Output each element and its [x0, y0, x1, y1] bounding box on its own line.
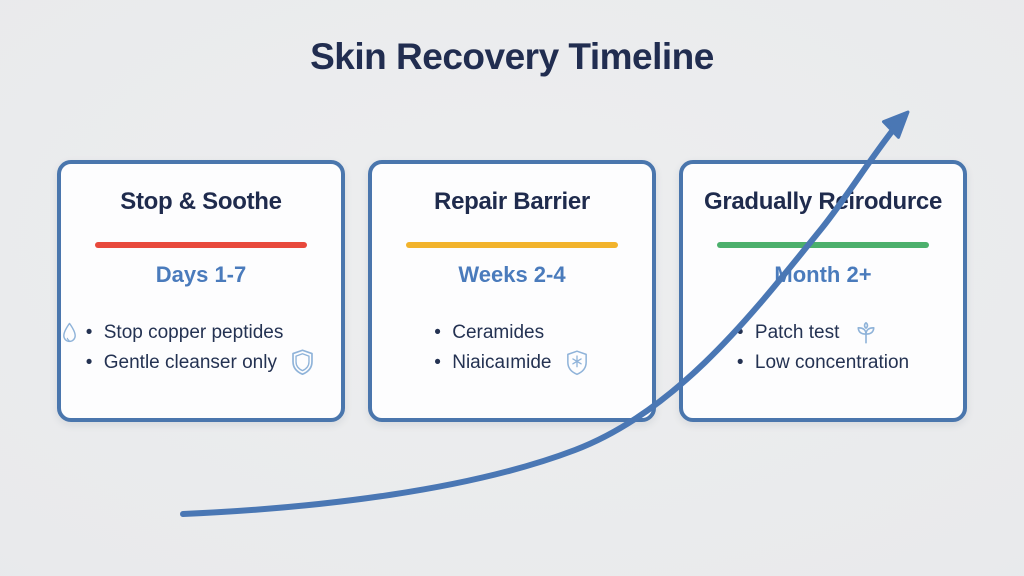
bullet-item: • Stop copper peptides — [62, 318, 317, 348]
card-title: Repair Barrier — [434, 188, 590, 215]
bullet-text: Patch test — [754, 322, 840, 343]
accent-bar — [406, 242, 618, 248]
bullet-text: Stop copper peptides — [103, 322, 284, 343]
card-gradually-reintroduce: Gradually Reirodurce Month 2+ • Patch tes… — [679, 160, 967, 422]
bullet-marker: • — [85, 352, 93, 373]
shield-cross-icon — [564, 349, 590, 377]
phase-label: Month 2+ — [774, 262, 872, 287]
bullet-marker: • — [736, 352, 744, 373]
bullet-marker: • — [434, 322, 441, 343]
card-repair-barrier: Repair Barrier Weeks 2-4 • Ceramides • Nia… — [368, 160, 656, 422]
bullet-list: • Patch test • Low concentration — [737, 318, 909, 378]
bullet-text: Low concentration — [754, 352, 910, 373]
bullet-list: • Ceramides • Niaicaımide — [434, 318, 590, 378]
bullet-item: • Patch test — [737, 318, 909, 348]
bullet-text: Ceramides — [452, 322, 545, 343]
bullet-marker: • — [85, 322, 93, 343]
bullet-item: • Niaicaımide — [434, 348, 590, 378]
shield-icon — [289, 348, 316, 377]
bullet-text: Gentle cleanser only — [103, 352, 277, 373]
bullet-marker: • — [736, 322, 744, 343]
bullet-marker: • — [434, 352, 441, 373]
page-title: Skin Recovery Timeline — [310, 36, 714, 77]
droplet-icon — [59, 321, 80, 346]
bullet-text: Niaicaımide — [452, 352, 552, 373]
phase-label: Days 1-7 — [155, 262, 247, 287]
phase-label: Weeks 2-4 — [458, 262, 566, 287]
bullet-list: • Stop copper peptides • Gentle cleanser o… — [62, 318, 317, 378]
accent-bar — [717, 242, 929, 248]
bullet-item: • Ceramides — [434, 318, 590, 348]
bullet-item: • Low concentration — [737, 348, 909, 378]
card-stop-soothe: Stop & Soothe Days 1-7 • Stop copper pept… — [57, 160, 345, 422]
bullet-item: • Gentle cleanser only — [86, 348, 317, 378]
card-title: Stop & Soothe — [120, 188, 282, 215]
accent-bar — [95, 242, 307, 248]
seedling-icon — [852, 319, 880, 347]
card-title: Gradually Reirodurce — [703, 188, 943, 215]
timeline-cards: Stop & Soothe Days 1-7 • Stop copper pept… — [57, 160, 967, 422]
growth-arrow-head — [882, 110, 910, 139]
